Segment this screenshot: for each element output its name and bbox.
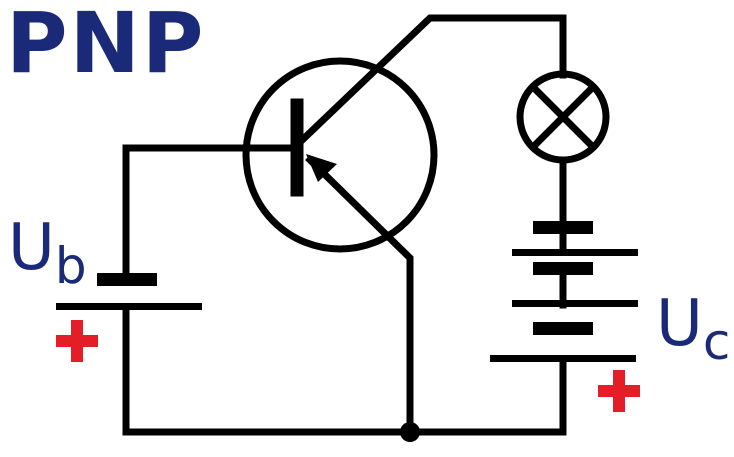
- collector-wire: [292, 14, 567, 150]
- junction-dot: [400, 422, 420, 442]
- uc-battery-plate-2: [512, 249, 638, 256]
- ub-plus-sign: [56, 320, 98, 362]
- emitter-wire: [305, 155, 414, 436]
- uc-battery-plate-6: [490, 355, 636, 362]
- ub-battery-long-plate: [56, 303, 202, 310]
- collector-voltage-subscript: c: [702, 313, 731, 371]
- base-wire: [122, 144, 301, 282]
- uc-battery-plate-5: [533, 322, 593, 335]
- uc-plus-sign: [598, 370, 640, 412]
- collector-voltage-symbol: U: [656, 287, 703, 361]
- base-voltage-symbol: U: [8, 211, 55, 285]
- base-voltage-label: Ub: [8, 216, 87, 291]
- collector-voltage-label: Uc: [656, 292, 730, 367]
- uc-battery-plate-3: [533, 262, 593, 275]
- base-voltage-subscript: b: [54, 237, 87, 295]
- uc-battery-plate-1: [533, 221, 593, 234]
- ub-battery-short-plate: [97, 273, 157, 286]
- emitter-arrow: [306, 154, 337, 182]
- diagram-title: PNP: [6, 0, 206, 92]
- uc-battery-plate-4: [512, 300, 638, 307]
- lamp-cross-b: [528, 82, 598, 152]
- transistor-circle: [242, 57, 438, 253]
- bottom-wire: [122, 306, 567, 436]
